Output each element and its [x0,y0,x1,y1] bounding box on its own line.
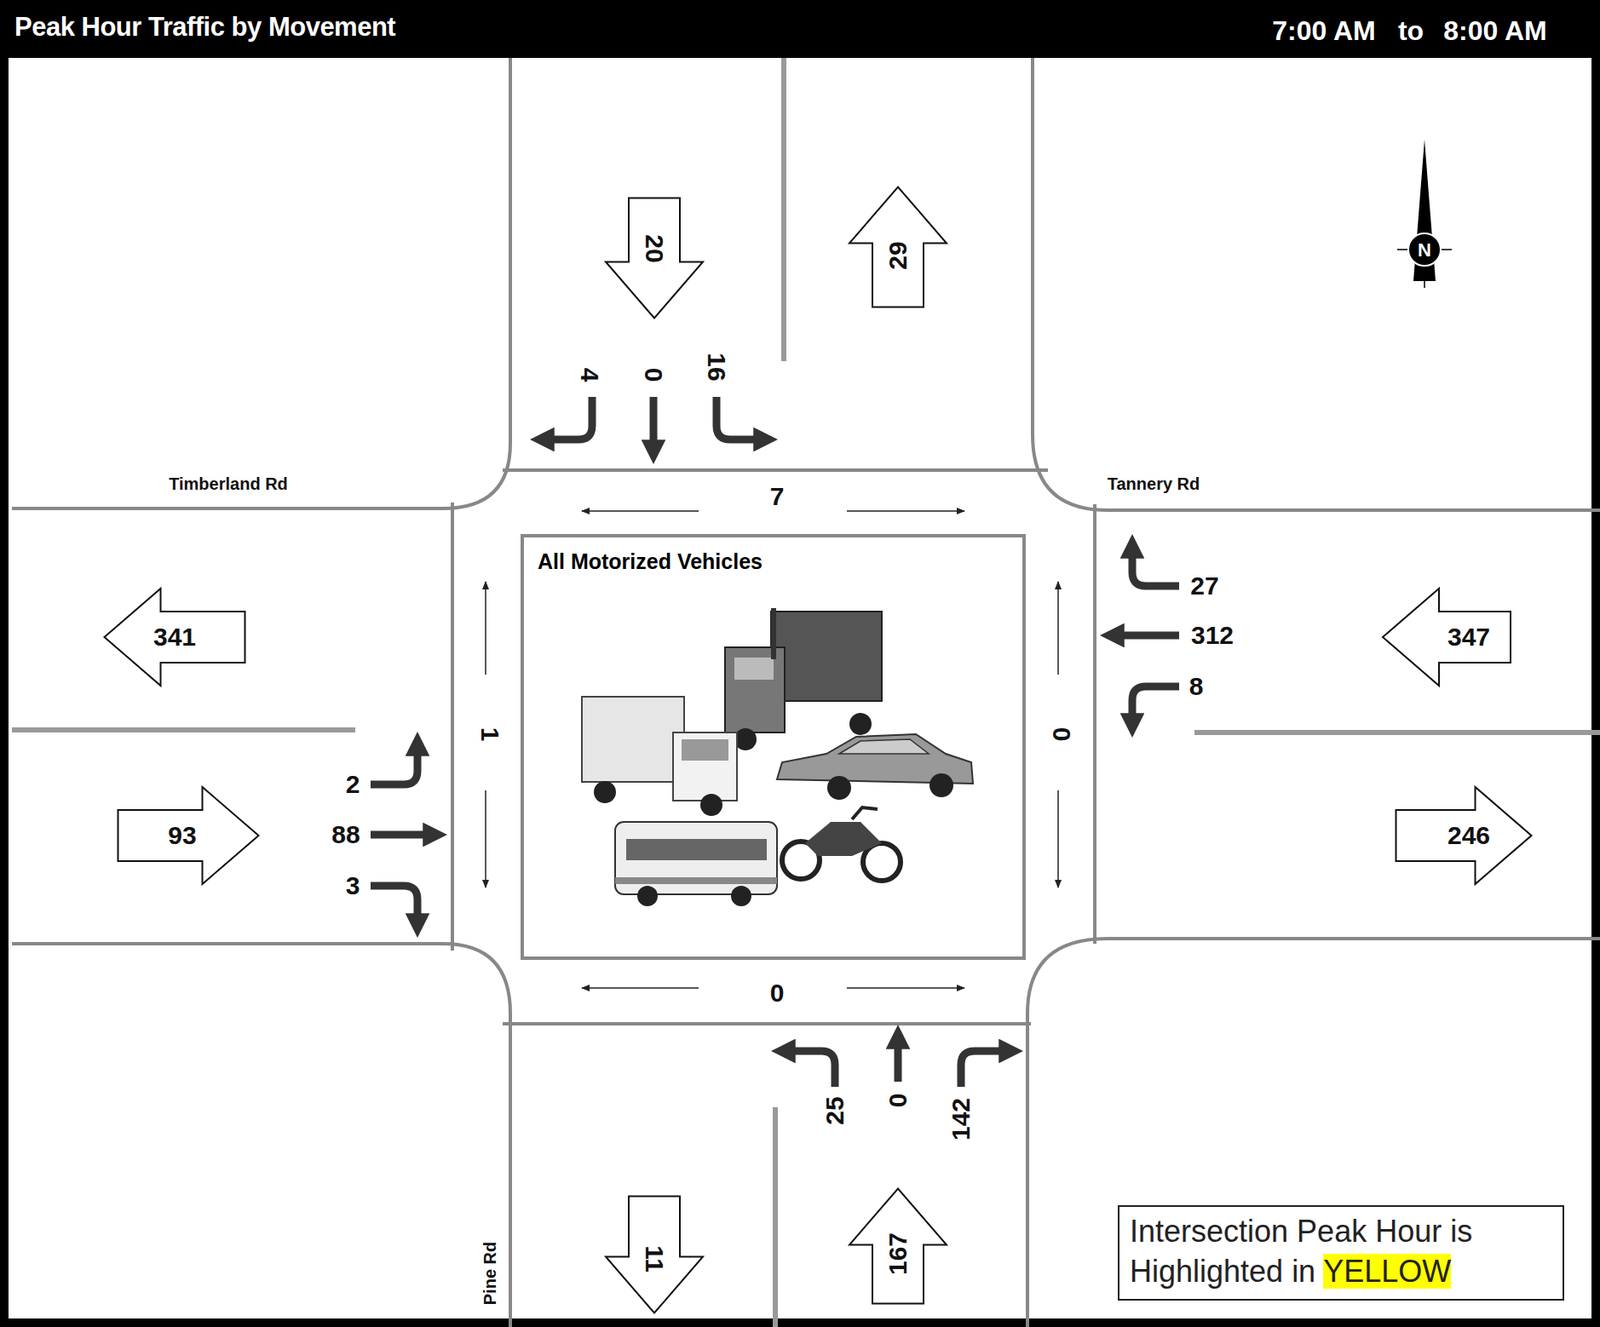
approach-volume: 246 [1447,823,1491,849]
compass-letter: N [1417,241,1432,260]
volume-arrow [104,588,246,686]
movement-volume: 27 [1190,573,1219,599]
crosswalk-volume: 0 [1048,727,1075,743]
note-box: Intersection Peak Hour is Highlighted in… [1117,1205,1565,1301]
movement-volume: 88 [331,822,360,848]
north-arrow [1397,139,1452,288]
box-heading: All Motorized Vehicles [537,549,1009,575]
approach-volume-arrows [104,187,1532,1314]
movement-volume: 312 [1191,622,1234,649]
volume-arrow [605,1197,703,1314]
approach-volume: 93 [167,823,196,849]
road-curbs [11,57,1600,1327]
crosswalk-volume: 7 [770,483,785,510]
frame [4,4,1596,1324]
approach-volume: 11 [641,1245,668,1273]
volume-arrow [1396,787,1532,885]
movement-volume: 142 [948,1098,974,1141]
approach-volume: 341 [153,624,196,651]
vehicle-illustration [581,608,973,907]
approach-volume: 29 [885,241,911,270]
street-name: Tannery Rd [1107,475,1201,493]
highlight-word: YELLOW [1323,1254,1451,1290]
vehicle-class-box: All Motorized Vehicles [520,534,1026,961]
street-name: Pine Rd [481,1242,499,1306]
volume-arrow [118,787,259,885]
movement-volume: 4 [576,368,603,383]
time: 7:00 AM [1271,17,1376,45]
street-name: Timberland Rd [168,475,288,493]
movement-volume: 3 [345,873,361,899]
volume-arrow [849,1189,947,1305]
approach-volume: 20 [641,234,668,263]
crosswalk-arrows [485,511,1059,989]
volume-arrow [849,187,947,308]
volume-arrow [605,198,703,319]
movement-volume: 0 [640,368,667,383]
header-bar [0,0,1600,58]
movement-volume: 0 [885,1093,911,1109]
movement-volume: 2 [345,771,361,798]
lane-dividers [11,57,1600,1327]
volume-arrow [1382,588,1511,686]
movement-volume: 25 [822,1096,848,1125]
movement-arrows [370,397,1180,1088]
approach-volume: 347 [1447,624,1491,651]
time: 8:00 AM [1443,17,1548,45]
crosswalk-volume: 1 [477,727,503,743]
title: Peak Hour Traffic by Movement [14,13,396,41]
movement-volume: 8 [1189,673,1204,700]
crosswalk-volume: 0 [770,980,785,1007]
movement-volume: 16 [703,352,730,381]
approach-volume: 167 [885,1232,911,1276]
time: to [1398,17,1424,45]
